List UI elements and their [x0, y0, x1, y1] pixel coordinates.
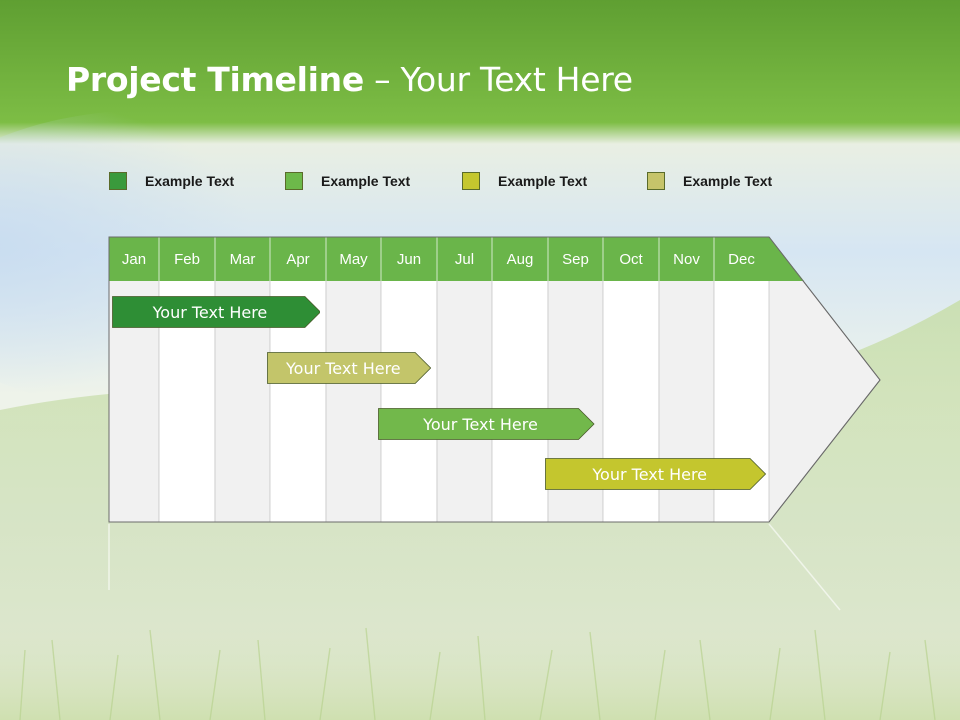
month-label-dec: Dec — [728, 250, 755, 268]
month-label-may: May — [339, 250, 368, 268]
task-arrow-shape — [267, 352, 432, 384]
legend-item-4: Example Text — [647, 171, 772, 191]
legend-swatch-1 — [109, 172, 127, 190]
legend-item-1: Example Text — [109, 171, 234, 191]
timeline-reflection — [108, 523, 841, 611]
task-bar-2[interactable]: Your Text Here — [267, 352, 432, 384]
task-bar-1[interactable]: Your Text Here — [111, 296, 321, 328]
month-column — [436, 236, 493, 523]
task-arrow-shape — [378, 408, 595, 440]
legend-swatch-3 — [462, 172, 480, 190]
task-arrow-shape — [545, 458, 767, 490]
month-label-sep: Sep — [562, 250, 589, 268]
task-bar-4[interactable]: Your Text Here — [545, 458, 767, 490]
month-column — [491, 236, 549, 523]
legend-swatch-4 — [647, 172, 665, 190]
month-label-aug: Aug — [506, 250, 534, 268]
month-label-nov: Nov — [673, 250, 700, 268]
month-column — [108, 236, 160, 523]
task-bar-label: Your Text Here — [152, 302, 268, 322]
task-bar-label: Your Text Here — [423, 414, 538, 434]
legend-label-2: Example Text — [321, 173, 411, 189]
title-subtitle: – Your Text Here — [363, 60, 633, 99]
legend-swatch-2 — [285, 172, 303, 190]
legend-item-2: Example Text — [285, 171, 410, 191]
month-label-jul: Jul — [454, 250, 475, 268]
month-label-jan: Jan — [121, 250, 147, 268]
month-column — [158, 236, 216, 523]
task-bar-label: Your Text Here — [286, 358, 401, 378]
month-label-jun: Jun — [396, 250, 422, 268]
task-arrow-shape — [111, 296, 321, 328]
month-label-apr: Apr — [286, 250, 310, 268]
slide-title: Project Timeline – Your Text Here — [66, 60, 633, 99]
title-bold: Project Timeline — [66, 60, 364, 99]
legend-label-1: Example Text — [145, 173, 235, 189]
month-column — [214, 236, 271, 523]
task-bar-3[interactable]: Your Text Here — [378, 408, 595, 440]
legend-item-3: Example Text — [462, 171, 587, 191]
task-bar-label: Your Text Here — [592, 464, 708, 484]
month-label-oct: Oct — [619, 250, 643, 268]
timeline-outline — [108, 236, 881, 523]
legend-label-3: Example Text — [498, 173, 588, 189]
month-label-feb: Feb — [174, 250, 200, 268]
legend-label-4: Example Text — [683, 173, 773, 189]
month-label-mar: Mar — [229, 250, 256, 268]
